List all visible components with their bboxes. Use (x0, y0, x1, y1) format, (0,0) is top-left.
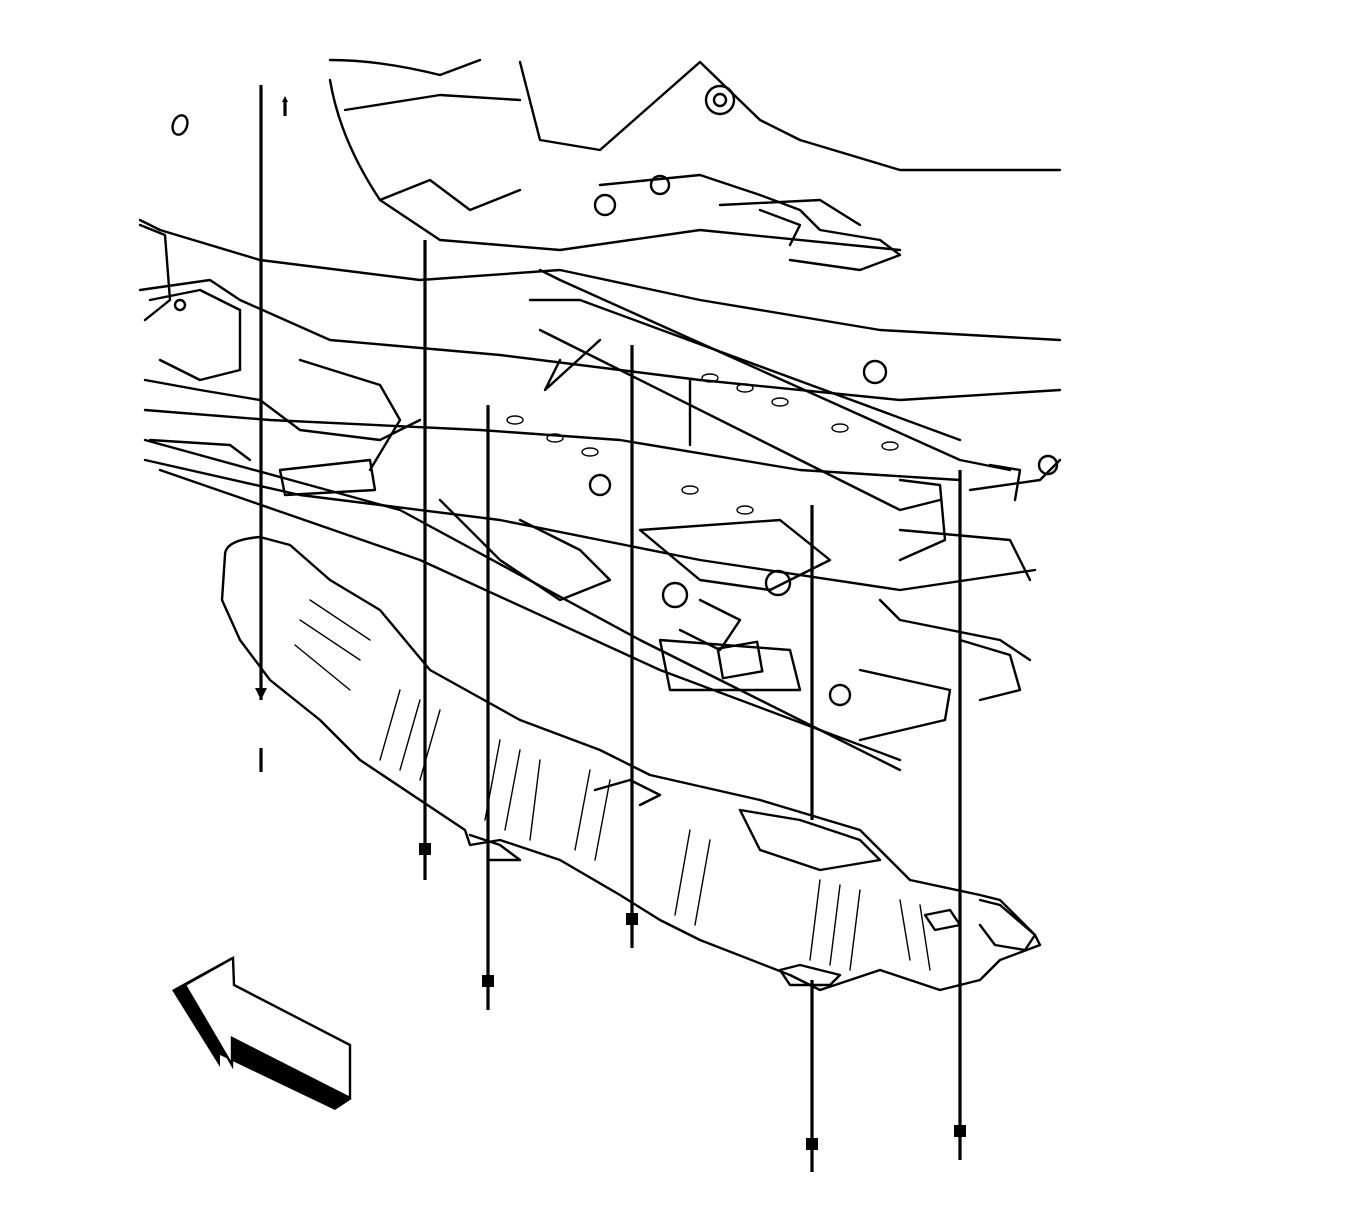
fasteners (171, 85, 966, 1172)
vehicle-underbody (138, 58, 1062, 772)
fastener-bolt-icon (419, 240, 431, 880)
fastener-bolt-icon (255, 85, 288, 772)
hole-marker (171, 114, 189, 136)
fastener-bolt-icon (806, 505, 818, 1172)
fastener-bolt-icon (954, 470, 966, 1160)
fastener-bolt-icon (482, 405, 494, 1010)
fastener-bolt-icon (626, 345, 638, 948)
direction-arrow-icon (172, 955, 352, 1110)
